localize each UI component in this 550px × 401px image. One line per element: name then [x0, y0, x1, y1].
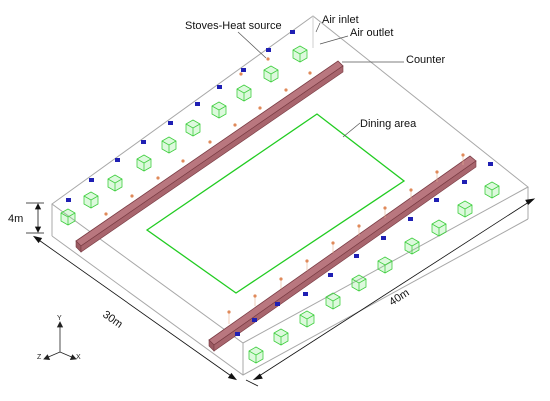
stove	[136, 154, 152, 172]
air-outlet-vent	[258, 106, 262, 110]
air-inlet-vent	[241, 68, 246, 72]
stove	[351, 274, 367, 292]
label-air-inlet: Air inlet	[322, 14, 359, 26]
air-outlet-vent	[181, 159, 185, 163]
stove	[107, 174, 123, 192]
air-outlet-vent	[409, 188, 413, 192]
counter-right-top	[208, 155, 477, 346]
air-inlets-right	[235, 162, 493, 336]
leader-dining-area	[342, 122, 361, 138]
air-outlet-vent	[308, 71, 312, 75]
dimension-height-label: 4m	[8, 213, 23, 225]
air-inlet-vent	[168, 121, 173, 125]
label-counter: Counter	[406, 54, 445, 66]
stove	[211, 101, 227, 119]
air-outlet-vent	[266, 57, 270, 61]
air-inlets-left	[66, 30, 295, 202]
air-outlet-vent	[279, 277, 283, 281]
stove	[185, 119, 201, 137]
stove	[457, 200, 473, 218]
stoves-left-row	[60, 45, 308, 226]
air-inlet-vent	[115, 158, 120, 162]
stove	[161, 136, 177, 154]
axis-triad	[43, 321, 77, 360]
stove	[431, 219, 447, 237]
air-inlet-vent	[66, 198, 71, 202]
axis-y-label: Y	[57, 315, 62, 322]
air-inlet-vent	[217, 85, 222, 89]
leader-lines	[237, 22, 404, 138]
air-outlet-vent	[357, 224, 361, 228]
stove	[484, 181, 500, 199]
leader-air-outlet	[319, 35, 349, 45]
label-stoves: Stoves-Heat source	[185, 20, 282, 32]
air-inlet-vent	[303, 292, 308, 296]
air-outlet-vent	[461, 153, 465, 157]
dining-area-outline	[145, 113, 406, 294]
air-outlet-vent	[239, 72, 243, 76]
dimension-height	[26, 202, 44, 234]
stove	[248, 346, 264, 364]
dimension-length-label: 40m	[387, 287, 411, 309]
stove	[325, 292, 341, 310]
air-outlets-right	[228, 155, 464, 324]
air-inlet-vent	[141, 140, 146, 144]
air-outlet-vent	[284, 88, 288, 92]
stove	[273, 328, 289, 346]
counter-right-side	[213, 160, 477, 352]
air-inlet-vent	[488, 162, 493, 166]
stove	[263, 65, 279, 83]
air-inlet-vent	[462, 180, 467, 184]
dimension-width	[32, 235, 238, 381]
air-outlets-right-dots	[227, 153, 465, 314]
label-dining-area: Dining area	[360, 118, 417, 130]
counter-left-side	[80, 65, 344, 253]
axis-x-label: X	[76, 354, 81, 361]
air-inlet-vent	[266, 48, 271, 52]
stove	[236, 84, 252, 102]
stove	[83, 191, 99, 209]
counter-left-top	[75, 60, 344, 247]
label-air-outlet: Air outlet	[350, 27, 393, 39]
stove	[299, 310, 315, 328]
air-inlet-vent	[89, 178, 94, 182]
stoves-right-row	[248, 181, 500, 364]
air-outlet-vent	[435, 170, 439, 174]
stove	[377, 256, 393, 274]
stove	[292, 45, 308, 63]
stove	[404, 237, 420, 255]
air-inlet-vent	[195, 102, 200, 106]
air-inlet-vent	[275, 302, 280, 306]
air-outlet-vent	[227, 310, 231, 314]
axis-z-label: Z	[37, 354, 42, 361]
air-outlet-vent	[130, 194, 134, 198]
air-outlet-vent	[156, 176, 160, 180]
air-outlet-vent	[305, 259, 309, 263]
air-inlet-vent	[434, 198, 439, 202]
air-inlet-vent	[235, 332, 240, 336]
air-outlets-left	[104, 57, 312, 216]
dimension-length	[245, 198, 536, 387]
air-inlet-vent	[290, 30, 295, 34]
leader-stoves	[237, 31, 267, 59]
stove	[60, 208, 76, 226]
air-outlet-vent	[208, 140, 212, 144]
air-inlet-vent	[408, 217, 413, 221]
air-inlet-vent	[381, 236, 386, 240]
leader-air-inlet	[315, 22, 321, 33]
counter-left	[75, 60, 344, 253]
air-outlet-vent	[233, 123, 237, 127]
air-inlet-vent	[252, 318, 257, 322]
dimension-width-label: 30m	[100, 309, 124, 331]
air-inlet-vent	[328, 273, 333, 277]
air-outlet-vent	[383, 206, 387, 210]
air-outlet-vent	[104, 212, 108, 216]
air-outlet-vent	[331, 241, 335, 245]
air-inlet-vent	[354, 254, 359, 258]
air-outlet-vent	[253, 294, 257, 298]
